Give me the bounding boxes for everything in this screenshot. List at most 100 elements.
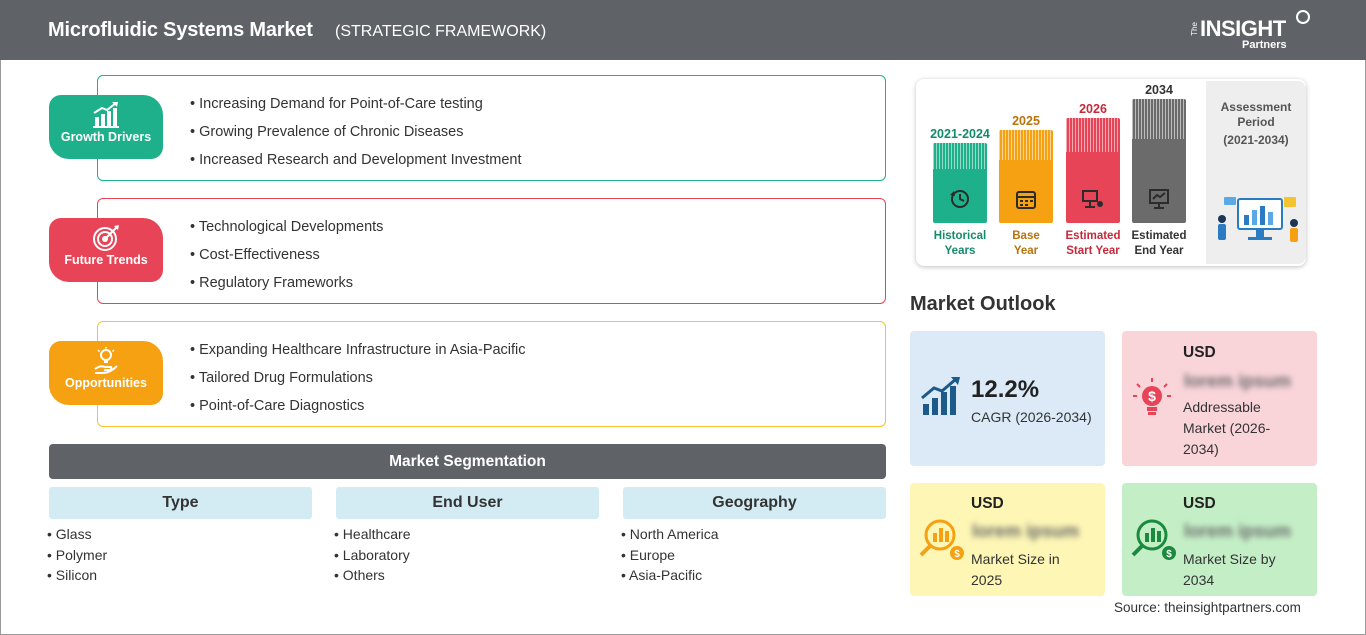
timeline-year: 2034 [1145,83,1173,97]
timeline-bar-stripes [1066,118,1120,152]
growth-drivers-label: Growth Drivers [60,130,152,144]
growth-chart-icon [921,377,960,415]
size-2025-currency: USD [971,495,1004,512]
growth-drivers-list: Increasing Demand for Point-of-Care test… [190,96,522,180]
list-item: Increasing Demand for Point-of-Care test… [190,96,522,124]
timeline-bar [999,130,1053,223]
list-item: Europe [621,547,719,568]
segment-list-type: Glass Polymer Silicon [47,526,107,588]
list-item: Healthcare [334,526,411,547]
bar-chart-growth-icon [93,102,119,128]
logo-main: INSIGHT [1200,16,1286,41]
svg-text:$: $ [1166,549,1172,560]
timeline-label-line1: Base [1012,230,1040,242]
timeline-year: 2026 [1079,102,1107,116]
insight-partners-logo[interactable]: The INSIGHT Partners [1190,10,1320,54]
lightbulb-hand-icon [94,347,118,374]
analytics-people-icon [1218,197,1298,242]
size-2034-currency: USD [1183,495,1216,512]
future-trends-list: Technological Developments Cost-Effectiv… [190,219,384,303]
opportunities-list: Expanding Healthcare Infrastructure in A… [190,342,526,426]
growth-drivers-box: Increasing Demand for Point-of-Care test… [97,75,886,181]
list-item: Asia-Pacific [621,567,719,588]
cagr-card: 12.2% CAGR (2026-2034) [910,331,1105,466]
addressable-value: lorem ipsum [1184,371,1292,391]
list-item: Growing Prevalence of Chronic Diseases [190,124,522,152]
list-item: Regulatory Frameworks [190,275,383,303]
dollar-bulb-icon: $ [1133,378,1171,415]
calendar-icon [1016,191,1036,209]
addressable-market-card: USD lorem ipsum $ Addressable Market (20… [1122,331,1317,466]
size-2025-label: Market Size in 2025 [971,551,1060,588]
addressable-currency: USD [1183,344,1216,361]
svg-text:$: $ [1148,388,1156,404]
timeline-bar [1132,99,1186,223]
future-trends-badge: Future Trends [49,218,163,282]
future-trends-box: Technological Developments Cost-Effectiv… [97,198,886,304]
opportunities-box: Expanding Healthcare Infrastructure in A… [97,321,886,427]
projector-icon [1082,190,1103,208]
segment-heading-geography: Geography [623,487,886,519]
opportunities-label: Opportunities [65,376,147,390]
assessment-period-range: (2021-2034) [1223,133,1289,147]
logo-the: The [1190,22,1199,36]
timeline-label-line1: Estimated [1065,230,1121,242]
market-size-2034-card: USD lorem ipsum $ Market Size by 2034 [1122,483,1317,596]
svg-text:$: $ [954,549,960,560]
list-item: Laboratory [334,547,411,568]
assessment-period-title: Assessment Period [1220,100,1292,129]
future-trends-label: Future Trends [64,253,148,267]
cagr-label: CAGR (2026-2034) [971,409,1092,425]
source-credit[interactable]: Source: theinsightpartners.com [1114,600,1301,615]
timeline-label-line1: Estimated [1131,230,1187,242]
header-bar: Microfluidic Systems Market (STRATEGIC F… [0,0,1366,60]
timeline-year: 2021-2024 [930,127,990,141]
logo-partners: Partners [1242,39,1287,51]
market-segmentation-header: Market Segmentation [49,444,886,479]
cagr-value: 12.2% [971,376,1040,403]
magnifier-chart-icon: $ [1131,519,1176,560]
list-item: Point-of-Care Diagnostics [190,398,526,426]
timeline-bar-stripes [1132,99,1186,139]
segment-heading-end-user: End User [336,487,599,519]
magnifier-dollar-icon: $ [919,519,964,560]
logo-bulb-icon [1296,10,1310,24]
growth-drivers-badge: Growth Drivers [49,95,163,159]
timeline-bar [1066,118,1120,223]
market-outlook-title: Market Outlook [910,293,1056,315]
segment-list-end-user: Healthcare Laboratory Others [334,526,411,588]
assessment-period-box: Assessment Period (2021-2034) [1206,81,1306,264]
segment-heading-type: Type [49,487,312,519]
timeline-label-line2: Year [1013,245,1039,257]
timeline-bar [933,143,987,223]
timeline-label-line2: Years [944,245,976,257]
timeline-year: 2025 [1012,114,1040,128]
monitor-chart-icon [1149,189,1169,209]
list-item: Technological Developments [190,219,384,247]
page-subtitle: (STRATEGIC FRAMEWORK) [335,23,547,40]
list-item: Expanding Healthcare Infrastructure in A… [190,342,525,370]
list-item: Silicon [47,567,107,588]
list-item: Increased Research and Development Inves… [190,152,521,180]
list-item: Others [334,567,411,588]
market-size-2025-card: USD lorem ipsum $ Market Size in 2025 [910,483,1105,596]
opportunities-badge: Opportunities [49,341,163,405]
target-icon [93,225,119,251]
size-2025-value: lorem ipsum [972,521,1080,541]
size-2034-label: Market Size by 2034 [1183,551,1276,588]
timeline-label-line2: End Year [1134,245,1184,257]
list-item: Tailored Drug Formulations [190,370,526,398]
list-item: Cost-Effectiveness [190,247,383,275]
timeline-label-line2: Start Year [1066,245,1120,257]
list-item: North America [621,526,719,547]
history-clock-icon [950,190,969,208]
timeline-bar-stripes [999,130,1053,160]
list-item: Glass [47,526,107,547]
timeline-label-line1: Historical [933,230,987,242]
segment-list-geography: North America Europe Asia-Pacific [621,526,719,588]
list-item: Polymer [47,547,107,568]
